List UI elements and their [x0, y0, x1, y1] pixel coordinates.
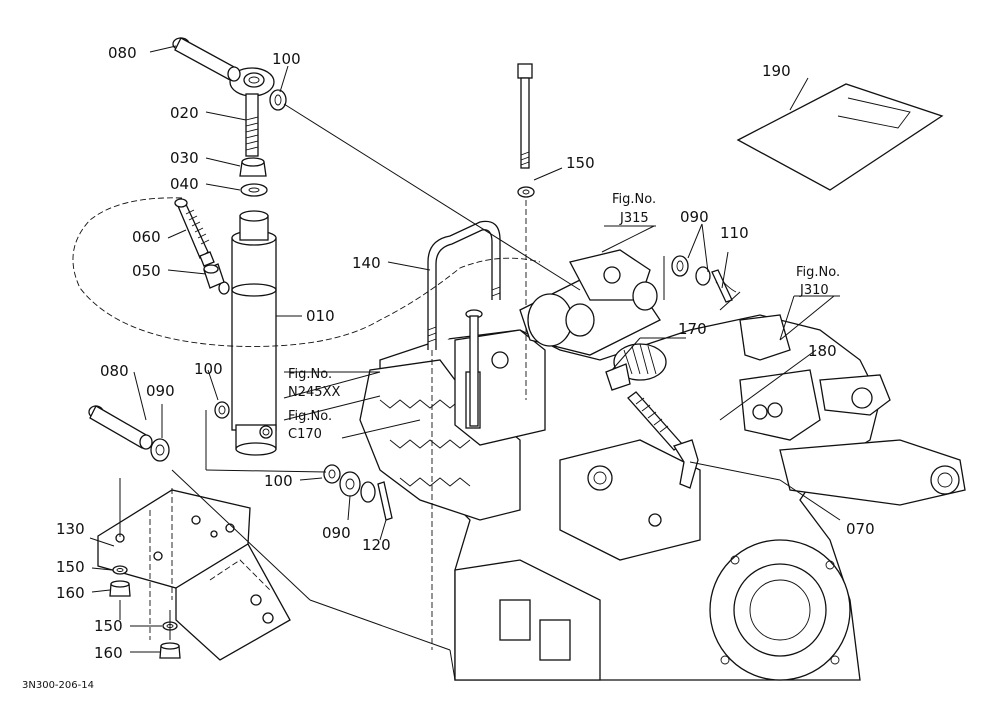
washer-100-mid [214, 401, 230, 419]
ref-j310-line2: J310 [799, 283, 829, 298]
long-bolt-150 [517, 63, 535, 400]
washer-040 [240, 183, 268, 197]
callout-170: 170 [678, 320, 707, 338]
figure-references: Fig.No. J315 Fig.No. J310 Fig.No. N245XX… [288, 192, 840, 442]
callout-100-top: 100 [272, 50, 301, 68]
pin-120 [377, 481, 393, 521]
drawing-code: 3N300-206-14 [22, 680, 94, 691]
callout-130: 130 [56, 520, 85, 538]
callout-050: 050 [132, 262, 161, 280]
pin-080-top [172, 37, 241, 82]
callout-070: 070 [846, 520, 875, 538]
callout-090-lower-left: 090 [146, 382, 175, 400]
nut-160-b [159, 642, 181, 659]
callout-010: 010 [306, 307, 335, 325]
bracket-130 [97, 486, 291, 661]
callout-090-lower: 090 [322, 524, 351, 542]
callout-060: 060 [132, 228, 161, 246]
callout-080-top: 080 [108, 44, 137, 62]
lift-cylinder-010 [218, 210, 277, 456]
ref-j310-line1: Fig.No. [796, 265, 840, 280]
pin-080-lower [88, 405, 153, 450]
nut-030 [239, 157, 267, 177]
fitting-050 [203, 263, 225, 289]
label-sheet-190 [736, 83, 944, 191]
leader-lines [89, 45, 841, 653]
callout-040: 040 [170, 175, 199, 193]
washer-100-lower [323, 464, 341, 484]
callout-090-top: 090 [680, 208, 709, 226]
callout-110: 110 [720, 224, 749, 242]
lift-arm-pin [519, 249, 661, 356]
washer-090-lower-left [150, 438, 170, 462]
washer-090-lower [339, 471, 376, 503]
callout-160-b: 160 [94, 644, 123, 662]
hose-060 [174, 198, 215, 267]
hose-route [72, 197, 541, 347]
bracket-bolt [465, 309, 483, 427]
callout-150-a: 150 [56, 558, 85, 576]
washer-150-a [112, 565, 128, 575]
transmission-housing [359, 314, 966, 681]
ref-n245-line1: Fig.No. [288, 367, 332, 382]
callout-150-top: 150 [566, 154, 595, 172]
ref-c170-line2: C170 [288, 427, 322, 442]
callout-120: 120 [362, 536, 391, 554]
callout-160-a: 160 [56, 584, 85, 602]
callout-180: 180 [808, 342, 837, 360]
callout-100-mid: 100 [194, 360, 223, 378]
callout-190: 190 [762, 62, 791, 80]
callout-100-lower: 100 [264, 472, 293, 490]
hose-180 [627, 391, 699, 489]
callout-140: 140 [352, 254, 381, 272]
ref-j315-line2: J315 [619, 211, 649, 226]
washer-100-top [269, 89, 287, 111]
callout-030: 030 [170, 149, 199, 167]
washer-090-top [671, 255, 711, 286]
callout-020: 020 [170, 104, 199, 122]
u-bolt-140 [427, 220, 501, 650]
callout-150-b: 150 [94, 617, 123, 635]
nut-160-a [109, 580, 131, 597]
ref-n245-line2: N245XX [288, 385, 340, 400]
assembly-guide-lines [119, 103, 741, 681]
callout-labels: 080 100 020 030 040 060 050 010 140 150 … [56, 44, 875, 662]
callout-080-lower: 080 [100, 362, 129, 380]
ref-c170-line1: Fig.No. [288, 409, 332, 424]
rod-end-020 [229, 67, 275, 157]
ref-j315-line1: Fig.No. [612, 192, 656, 207]
